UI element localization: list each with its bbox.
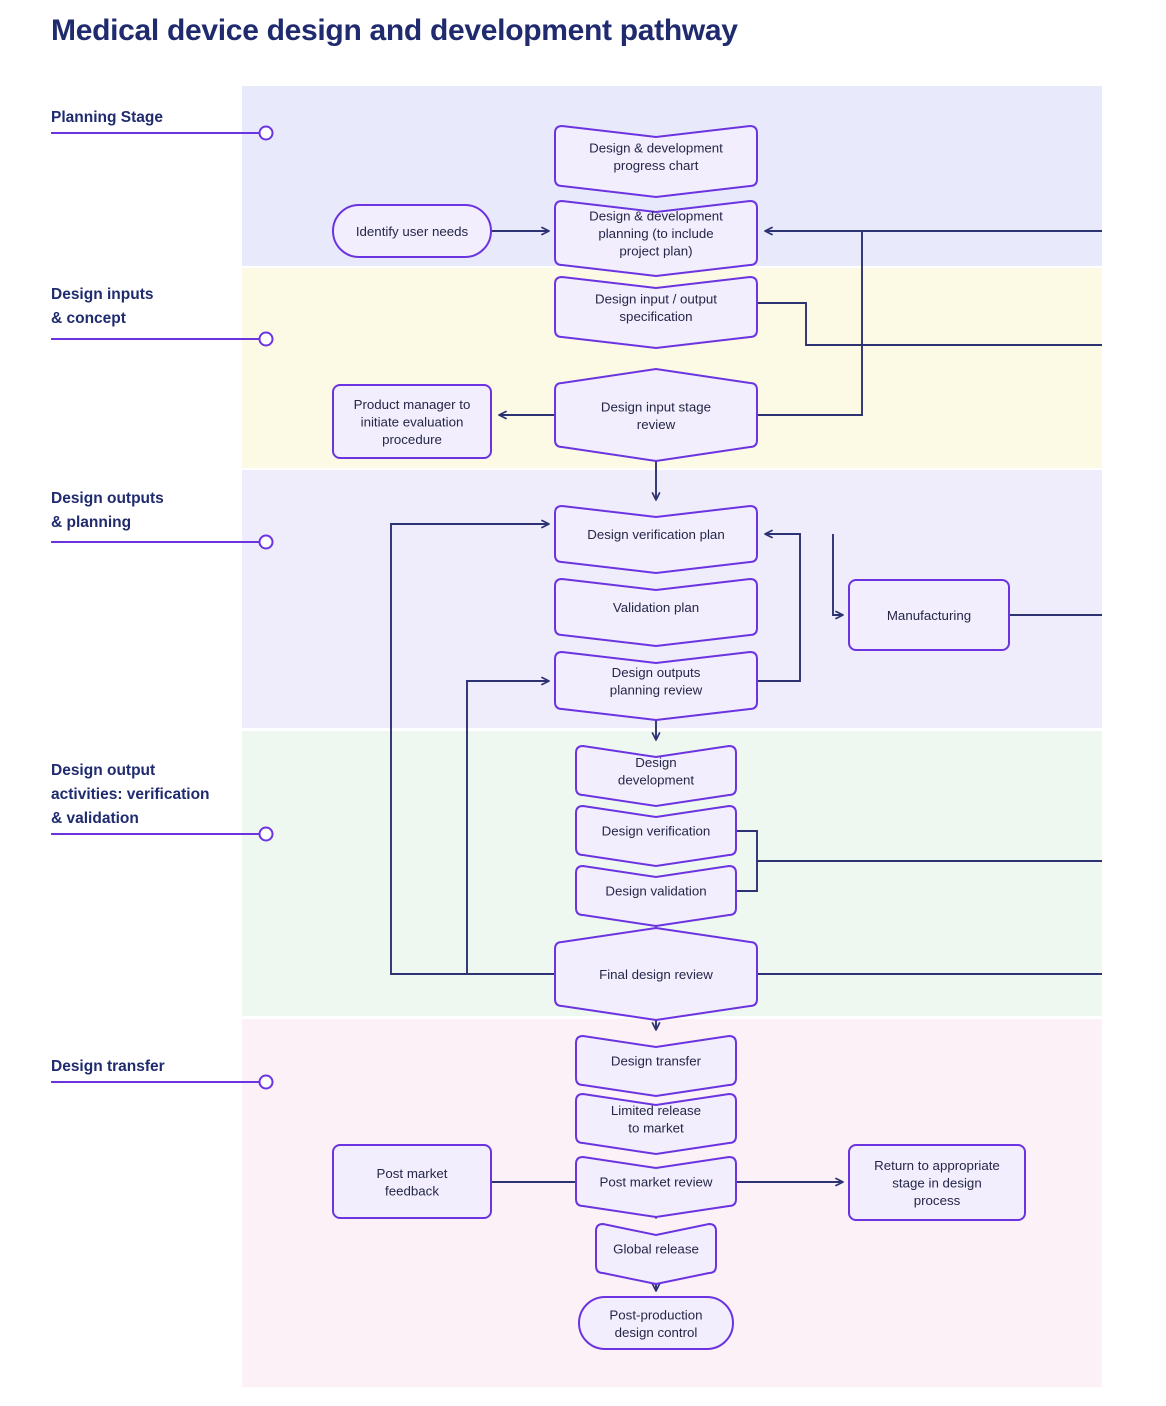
node-shape-rect (848, 1144, 1026, 1221)
node-shape-chevron (575, 1034, 737, 1098)
stage-marker-circle (258, 826, 274, 842)
stage-label-3: Design output activities: verification &… (51, 762, 210, 828)
node-shape-chevron (575, 1092, 737, 1156)
stage-label-4: Design transfer (51, 1058, 165, 1075)
node-label: Validation plan (613, 600, 699, 615)
node-label: Final design review (599, 967, 713, 982)
node-design-validation[interactable]: Design validation (575, 864, 737, 928)
node-shape-chevron (575, 744, 737, 808)
node-label: Design verification plan (587, 527, 724, 542)
connector-design-validation-to-right-edge (736, 830, 1102, 892)
node-label: Design transfer (611, 1054, 702, 1069)
stage-label-0: Planning Stage (51, 109, 163, 126)
node-shape-hexagon (554, 367, 758, 463)
node-label: Global release (613, 1242, 699, 1257)
node-shape-chevron (554, 199, 758, 278)
connector-io-spec-to-right-edge (757, 302, 1102, 346)
stage-marker-circle (258, 125, 274, 141)
stage-label-1: Design inputs & concept (51, 286, 154, 328)
node-post-market-review[interactable]: Post market review (575, 1155, 737, 1219)
node-shape-rect (332, 384, 492, 459)
connector-final-design-review-to-outputs-planning-rev (466, 676, 555, 975)
node-shape-stadium (332, 204, 492, 258)
node-label: Manufacturing (887, 608, 971, 623)
node-shape-chevron (554, 577, 758, 648)
node-shape-chevron (575, 804, 737, 868)
node-label: Design validation (605, 884, 706, 899)
node-manufacturing[interactable]: Manufacturing (848, 579, 1010, 651)
node-final-design-review[interactable]: Final design review (554, 926, 758, 1022)
node-design-verification[interactable]: Design verification (575, 804, 737, 868)
node-identify-user-needs[interactable]: Identify user needs (332, 204, 492, 258)
node-verification-plan[interactable]: Design verification plan (554, 504, 758, 575)
node-shape-chevron (554, 650, 758, 722)
node-label: Design verification (602, 824, 711, 839)
stage-marker-circle (258, 1074, 274, 1090)
node-shape-chevron (575, 1155, 737, 1219)
page-title: Medical device design and development pa… (51, 14, 738, 47)
node-design-transfer[interactable]: Design transfer (575, 1034, 737, 1098)
node-shape-hexagon (554, 926, 758, 1022)
stage-marker-circle (258, 331, 274, 347)
node-shape-chevron (575, 864, 737, 928)
node-validation-plan[interactable]: Validation plan (554, 577, 758, 648)
connector-input-stage-review-to-dd-planning (757, 226, 863, 416)
node-global-release[interactable]: Global release (595, 1222, 717, 1286)
node-shape-chevron (595, 1222, 717, 1286)
node-label: Identify user needs (356, 224, 469, 239)
stage-label-2: Design outputs & planning (51, 490, 164, 532)
node-shape-chevron (554, 504, 758, 575)
node-shape-chevron (554, 275, 758, 350)
node-shape-rect (848, 579, 1010, 651)
node-label: Post market review (599, 1175, 712, 1190)
connector-lines (390, 226, 1102, 1292)
node-shape-chevron (554, 124, 758, 199)
node-shape-stadium (578, 1296, 734, 1350)
connector-branch-to-manufacturing (832, 534, 844, 620)
stage-marker-circle (258, 534, 274, 550)
connector-outputs-planning-rev-to-verification-plan (757, 529, 801, 682)
node-shape-rect (332, 1144, 492, 1219)
